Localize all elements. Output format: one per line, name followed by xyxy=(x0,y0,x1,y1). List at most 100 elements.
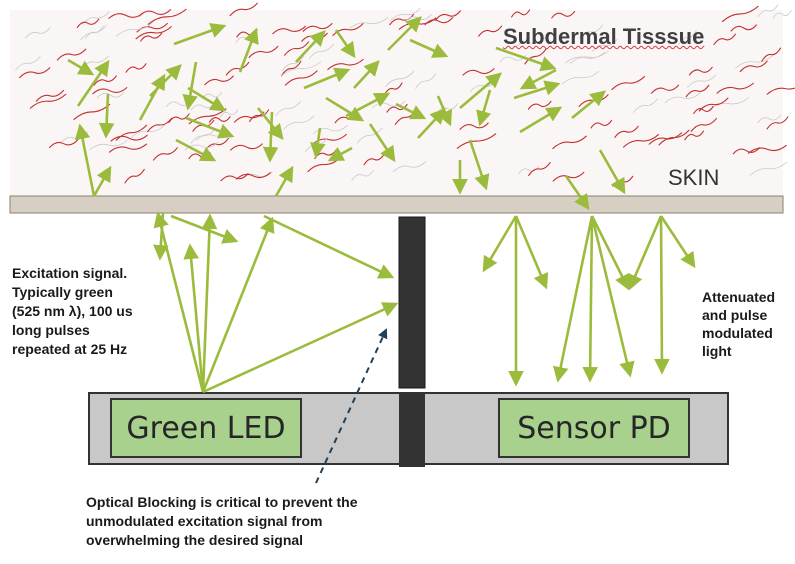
capillary-line xyxy=(564,51,606,64)
green-led-label: Green LED xyxy=(126,410,286,446)
light-ray-arrow xyxy=(92,165,112,197)
capillary-line xyxy=(225,61,250,76)
capillary-line xyxy=(511,35,548,50)
capillary-line xyxy=(281,55,304,72)
capillary-line xyxy=(115,124,148,141)
light-ray-arrow xyxy=(170,214,239,244)
light-ray-arrow xyxy=(238,27,259,73)
capillary-line xyxy=(35,89,65,102)
light-ray-arrow xyxy=(476,89,492,127)
capillary-line xyxy=(757,114,782,124)
light-ray-arrow xyxy=(482,215,518,273)
capillary-line xyxy=(708,97,750,111)
capillary-line xyxy=(110,134,148,142)
light-ray-arrow xyxy=(182,61,198,111)
capillary-line xyxy=(761,47,782,62)
capillary-line xyxy=(650,84,680,94)
capillary-line xyxy=(591,38,618,53)
capillary-line xyxy=(648,132,683,145)
capillary-line xyxy=(108,11,145,20)
light-ray-arrow xyxy=(202,302,399,394)
capillary-line xyxy=(89,139,128,151)
subdermal-tissue-title: Subdermal Tisssue xyxy=(503,24,705,49)
light-ray-arrow xyxy=(295,30,326,63)
capillary-line xyxy=(385,70,415,87)
capillary-line xyxy=(146,117,173,133)
light-ray-arrow xyxy=(187,86,227,112)
capillary-line xyxy=(477,25,503,37)
light-ray-arrow xyxy=(262,111,279,163)
capillary-line xyxy=(208,116,231,123)
capillary-line xyxy=(664,92,701,104)
capillary-line xyxy=(424,17,454,26)
capillary-line xyxy=(698,97,729,112)
capillary-line xyxy=(678,30,697,45)
capillary-line xyxy=(229,2,259,17)
light-ray-arrow xyxy=(590,215,635,378)
capillary-line xyxy=(272,25,306,35)
light-ray-arrow xyxy=(590,215,630,291)
capillary-line xyxy=(115,22,153,37)
capillary-line xyxy=(275,100,302,116)
capillary-line xyxy=(220,173,249,182)
capillary-line xyxy=(462,68,495,76)
capillary-line xyxy=(147,8,187,26)
attenuated-line: Attenuated xyxy=(702,289,776,305)
capillary-line xyxy=(383,82,403,96)
capillary-line xyxy=(135,25,173,40)
capillary-line xyxy=(693,105,714,115)
light-ray-arrow xyxy=(327,146,353,162)
green-led-box: Green LED xyxy=(110,398,302,458)
capillary-line xyxy=(302,22,333,32)
capillary-line xyxy=(29,93,67,109)
capillary-line xyxy=(766,87,795,95)
attenuated-line: light xyxy=(702,343,732,359)
capillary-line xyxy=(552,135,588,150)
capillary-line xyxy=(281,61,322,77)
capillary-line xyxy=(392,161,427,173)
capillary-line xyxy=(766,116,789,130)
blocking-line: overwhelming the desired signal xyxy=(86,532,304,548)
light-ray-arrow xyxy=(76,59,110,107)
capillary-line xyxy=(590,119,613,129)
skin-label: SKIN xyxy=(668,165,720,190)
capillary-line xyxy=(721,5,759,23)
capillary-line xyxy=(688,66,713,76)
light-ray-arrow xyxy=(513,80,561,100)
capillary-line xyxy=(229,143,263,151)
capillary-line xyxy=(312,125,348,135)
light-ray-arrow xyxy=(274,165,294,197)
capillary-line xyxy=(96,91,125,99)
capillary-line xyxy=(311,133,348,146)
capillary-line xyxy=(92,86,128,95)
capillary-line xyxy=(435,10,462,21)
capillary-line xyxy=(82,11,110,25)
skin-layer xyxy=(9,195,784,214)
light-ray-arrow xyxy=(514,215,549,290)
capillary-line xyxy=(739,60,768,73)
capillary-line xyxy=(730,24,758,32)
capillary-line xyxy=(772,10,792,19)
light-ray-arrow xyxy=(201,216,275,393)
capillary-line xyxy=(578,24,604,39)
capillary-line xyxy=(687,74,717,88)
capillary-line xyxy=(716,82,755,94)
attenuated-line: and pulse xyxy=(702,307,768,323)
capillary-line xyxy=(351,169,375,181)
capillary-line xyxy=(284,70,318,86)
light-ray-arrow xyxy=(303,67,351,90)
capillary-line xyxy=(415,73,437,89)
light-ray-arrow xyxy=(495,46,557,72)
capillary-line xyxy=(527,100,552,110)
optical-barrier-upper xyxy=(398,216,426,389)
light-ray-arrow xyxy=(334,29,356,59)
capillary-line xyxy=(561,70,600,85)
light-ray-arrow xyxy=(310,127,326,159)
excitation-note: Excitation signal. Typically green (525 … xyxy=(12,264,133,359)
capillary-line xyxy=(108,143,148,153)
light-ray-arrow xyxy=(468,139,490,191)
light-ray-arrow xyxy=(553,215,594,383)
light-ray-arrow xyxy=(368,123,396,163)
capillary-line xyxy=(348,17,389,30)
